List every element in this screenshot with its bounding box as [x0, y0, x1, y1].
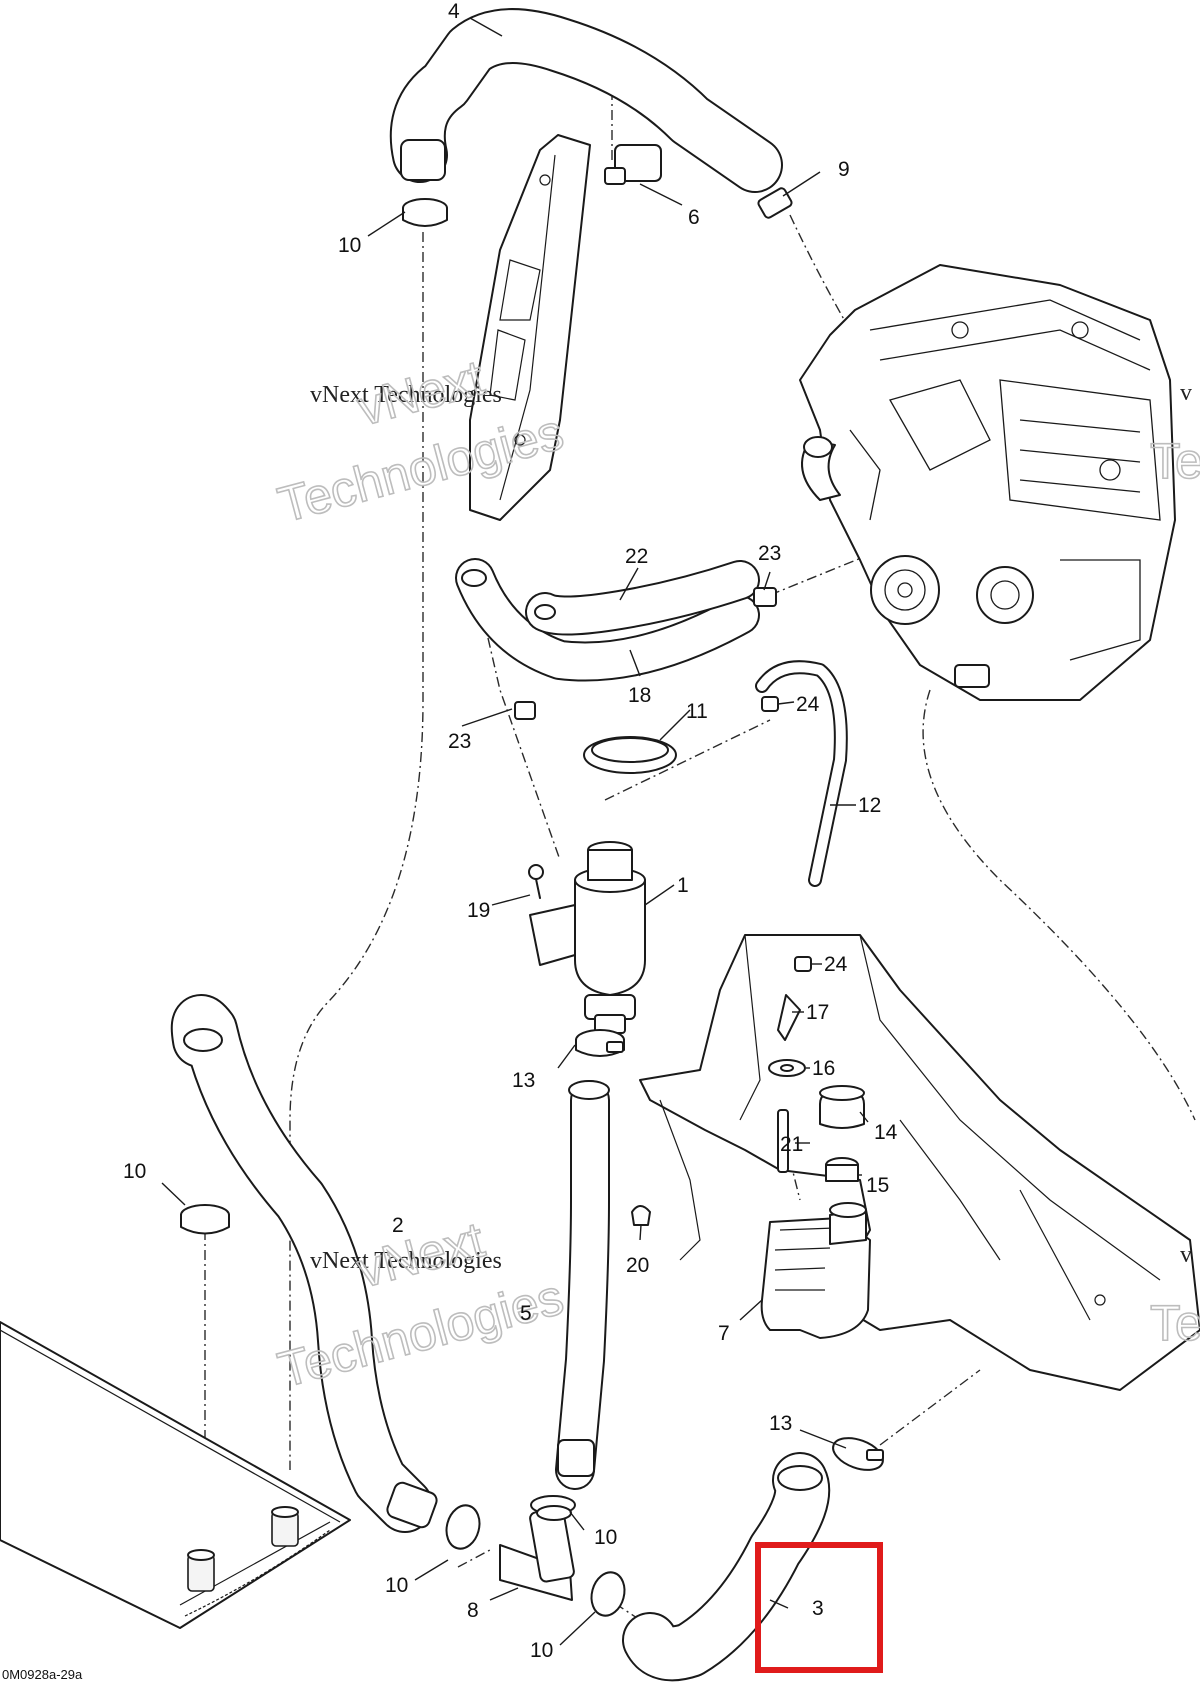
callout-19: 19: [467, 899, 490, 922]
callout-12: 12: [858, 794, 881, 817]
svg-text:vNext Technologies: vNext Technologies: [310, 1248, 502, 1274]
hose-4: [389, 8, 783, 193]
callout-17: 17: [806, 1001, 829, 1024]
callout-3: 3: [812, 1597, 824, 1620]
small-parts: [514, 587, 865, 1226]
callout-10: 10: [530, 1639, 553, 1662]
callout-13: 13: [769, 1412, 792, 1435]
callout-8: 8: [467, 1599, 479, 1622]
leader-lines: [161, 17, 869, 1646]
svg-text:Technologies: Technologies: [273, 404, 569, 534]
clamp-10-left: [180, 1204, 230, 1235]
callout-23: 23: [758, 542, 781, 565]
hose-12: [755, 660, 848, 887]
engine-assembly: [799, 264, 1176, 701]
callout-22: 22: [625, 545, 648, 568]
clamp-10-top: [402, 198, 448, 227]
callout-1: 1: [677, 874, 689, 897]
callout-6: 6: [688, 206, 700, 229]
callout-21: 21: [780, 1133, 803, 1156]
svg-text:vNext: vNext: [352, 1211, 490, 1298]
callout-18: 18: [628, 684, 651, 707]
svg-text:Te: Te: [1150, 433, 1200, 489]
svg-text:Te: Te: [1150, 1295, 1200, 1351]
body-panel: [639, 934, 1200, 1391]
callout-labels: 4 9 6 10 22 23 18 23 11 24 12 1 19 24 17…: [123, 0, 898, 1662]
callout-9: 9: [838, 158, 850, 181]
hoses-22-18: [455, 558, 760, 682]
svg-text:v: v: [1180, 1242, 1192, 1268]
svg-text:v: v: [1180, 380, 1192, 406]
callout-24: 24: [796, 693, 820, 716]
clamp-10-bottom-b: [590, 1571, 626, 1617]
clamp-10-bottom-a: [445, 1504, 481, 1550]
callout-11: 11: [686, 700, 708, 723]
clamp-13-lower: [832, 1437, 884, 1471]
radiator-cap-11: [583, 736, 677, 774]
callout-10: 10: [338, 234, 361, 257]
callout-10: 10: [123, 1160, 146, 1183]
hose-2: [170, 994, 438, 1533]
clamp-6: [604, 144, 662, 185]
expansion-tank-1: [529, 841, 646, 1034]
callout-2: 2: [392, 1214, 404, 1237]
callout-10: 10: [385, 1574, 408, 1597]
callout-20: 20: [626, 1254, 649, 1277]
illustration-reference-code: 0M0928a-29a: [2, 1667, 83, 1682]
callout-13: 13: [512, 1069, 535, 1092]
callout-15: 15: [866, 1174, 889, 1197]
tee-fitting-8: [499, 1505, 575, 1601]
hose-3: [622, 1452, 831, 1682]
radiator: [0, 1321, 351, 1629]
callout-23: 23: [448, 730, 471, 753]
hose-5: [555, 1080, 610, 1490]
callout-16: 16: [812, 1057, 835, 1080]
coolant-reservoir-7: [760, 1202, 871, 1339]
callout-24: 24: [824, 953, 848, 976]
callout-14: 14: [874, 1121, 898, 1144]
callout-10: 10: [594, 1526, 617, 1549]
svg-text:vNext Technologies: vNext Technologies: [310, 382, 502, 408]
clamp-13-upper: [575, 1029, 625, 1057]
frame-bracket: [469, 134, 591, 521]
callout-7: 7: [718, 1322, 730, 1345]
callout-4: 4: [448, 0, 460, 23]
highlight-box-part-3: [755, 1542, 883, 1673]
callout-5: 5: [520, 1302, 532, 1325]
